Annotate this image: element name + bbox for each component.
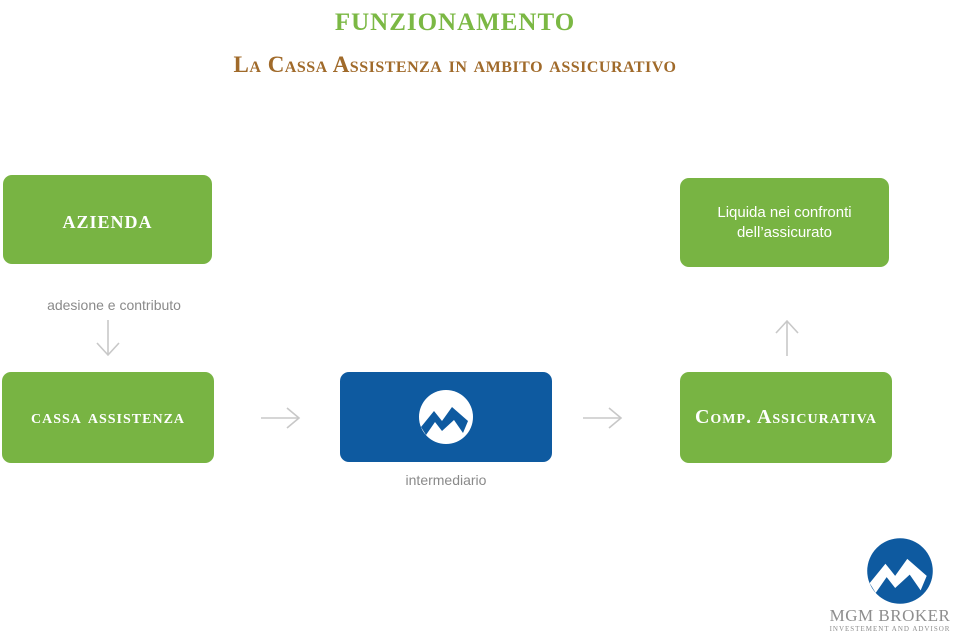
page-title: funzionamento (334, 0, 576, 38)
mountain-logo-icon (419, 390, 473, 444)
brand-logo-icon (867, 538, 933, 604)
node-compagnia-assicurativa: Comp. Assicurativa (680, 372, 892, 463)
node-azienda-label: azienda (62, 204, 153, 234)
node-liquida: Liquida nei confronti dell’assicurato (680, 178, 889, 267)
node-azienda: azienda (3, 175, 212, 264)
arrow-down-icon (96, 320, 120, 357)
brand-name: MGM BROKER (829, 606, 951, 625)
page-subtitle: La Cassa Assistenza in ambito assicurati… (233, 52, 677, 77)
node-cassa-label: cassa assistenza (30, 406, 186, 428)
node-intermediario (340, 372, 552, 462)
node-liquida-line1: Liquida nei confronti (717, 203, 852, 221)
arrow-right-icon (261, 407, 301, 429)
node-label-intermediario: intermediario (405, 472, 487, 488)
node-comp-label: Comp. Assicurativa (694, 406, 878, 428)
arrow-up-icon (775, 319, 799, 356)
node-liquida-line2: dell’assicurato (736, 223, 833, 241)
node-cassa-assistenza: cassa assistenza (2, 372, 214, 463)
edge-label-adesione: adesione e contributo (47, 297, 181, 313)
brand-tagline: INVESTEMENT AND ADVISOR (829, 625, 951, 633)
arrow-right-icon (583, 407, 623, 429)
